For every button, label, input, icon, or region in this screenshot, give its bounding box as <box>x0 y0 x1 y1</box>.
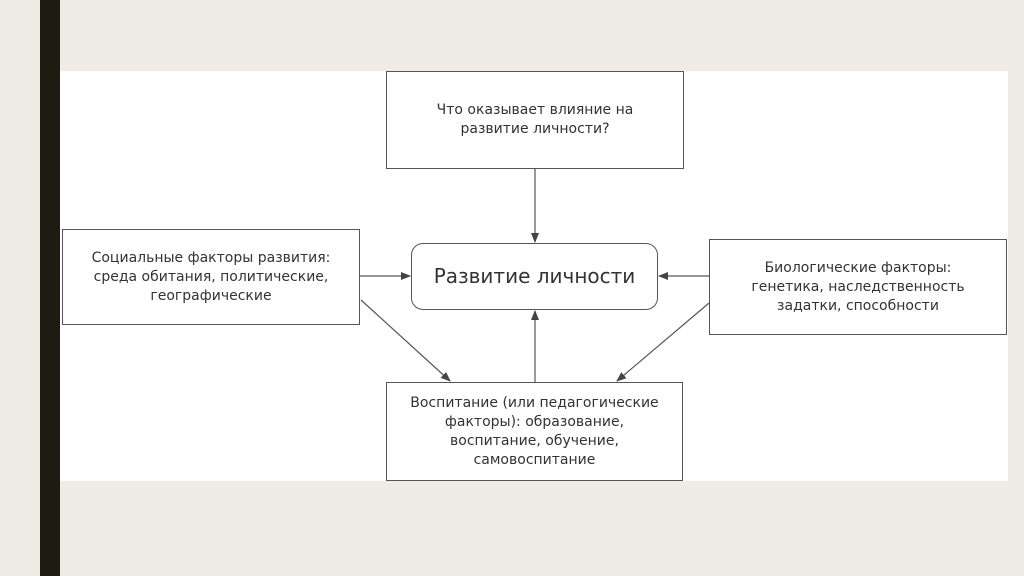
biological-factors-box: Биологические факторы: генетика, наследс… <box>709 239 1007 335</box>
question-text: Что оказывает влияние на развитие личнос… <box>436 102 634 137</box>
question-box: Что оказывает влияние на развитие личнос… <box>386 71 684 169</box>
pedagogical-factors-box: Воспитание (или педагогические факторы):… <box>386 382 683 481</box>
arrow-biological-to-pedagogical <box>616 302 710 382</box>
arrow-social-to-pedagogical <box>360 299 451 382</box>
social-factors-box: Социальные факторы развития: среда обита… <box>62 229 360 325</box>
pedagogical-text: Воспитание (или педагогические факторы):… <box>410 394 659 468</box>
biological-text: Биологические факторы: генетика, наследс… <box>751 259 965 314</box>
slide-side-bar <box>40 0 60 576</box>
center-text: Развитие личности <box>433 264 636 288</box>
social-text: Социальные факторы развития: среда обита… <box>91 249 331 304</box>
center-box: Развитие личности <box>411 243 658 310</box>
